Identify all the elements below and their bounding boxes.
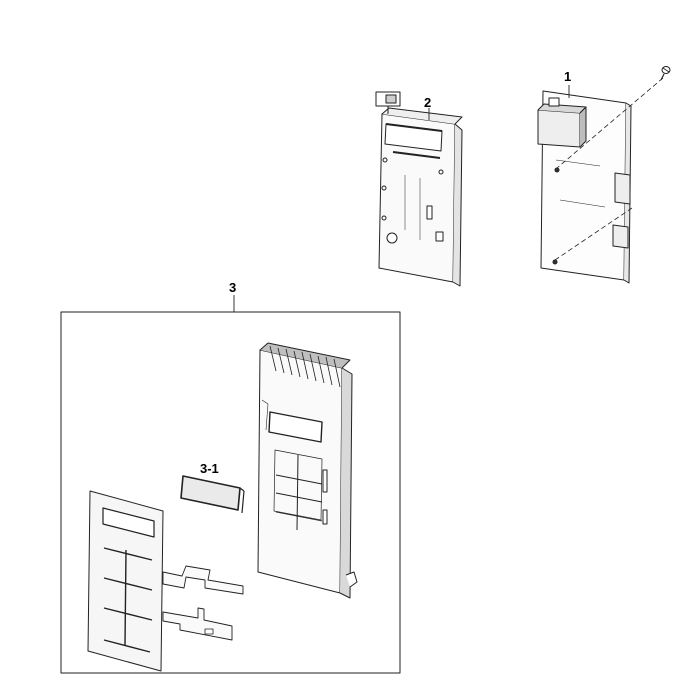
- pcb-mount-hole-2: [552, 259, 558, 265]
- part-3-1-display-window: [180, 475, 241, 511]
- pcb-transformer: [537, 109, 581, 148]
- frame-side-wall: [452, 123, 463, 287]
- callout-label-part-1: 1: [564, 69, 572, 84]
- panel-housing-top: [259, 342, 351, 369]
- part-3-panel-assembly: [60, 295, 401, 674]
- screw-icon: [660, 66, 671, 81]
- panel-housing-side: [339, 367, 353, 599]
- assembly-box: [60, 311, 401, 674]
- panel-vent-slots: [269, 345, 341, 388]
- part-1-pcb-assembly: [537, 66, 671, 284]
- pcb-relay-1: [614, 172, 631, 205]
- frame-round-hole: [386, 232, 398, 244]
- part-2-control-frame: [375, 91, 463, 287]
- pcb-relay-2: [612, 224, 629, 249]
- pcb-connector: [548, 97, 560, 107]
- ribbon-cable-upper: [162, 565, 244, 595]
- callout-label-part-3-1: 3-1: [200, 461, 219, 476]
- panel-housing-front: [257, 349, 343, 594]
- ribbon-cable-lower: [162, 607, 233, 641]
- callout-label-part-2: 2: [424, 95, 432, 110]
- pcb-mount-hole-1: [554, 167, 560, 173]
- keypad-display-window: [102, 507, 155, 538]
- panel-key-grid: [273, 449, 323, 521]
- screw-leader-1: [556, 77, 664, 169]
- frame-top-edge: [381, 107, 463, 125]
- panel-display-window: [268, 411, 323, 443]
- callout-label-part-3: 3: [229, 280, 237, 295]
